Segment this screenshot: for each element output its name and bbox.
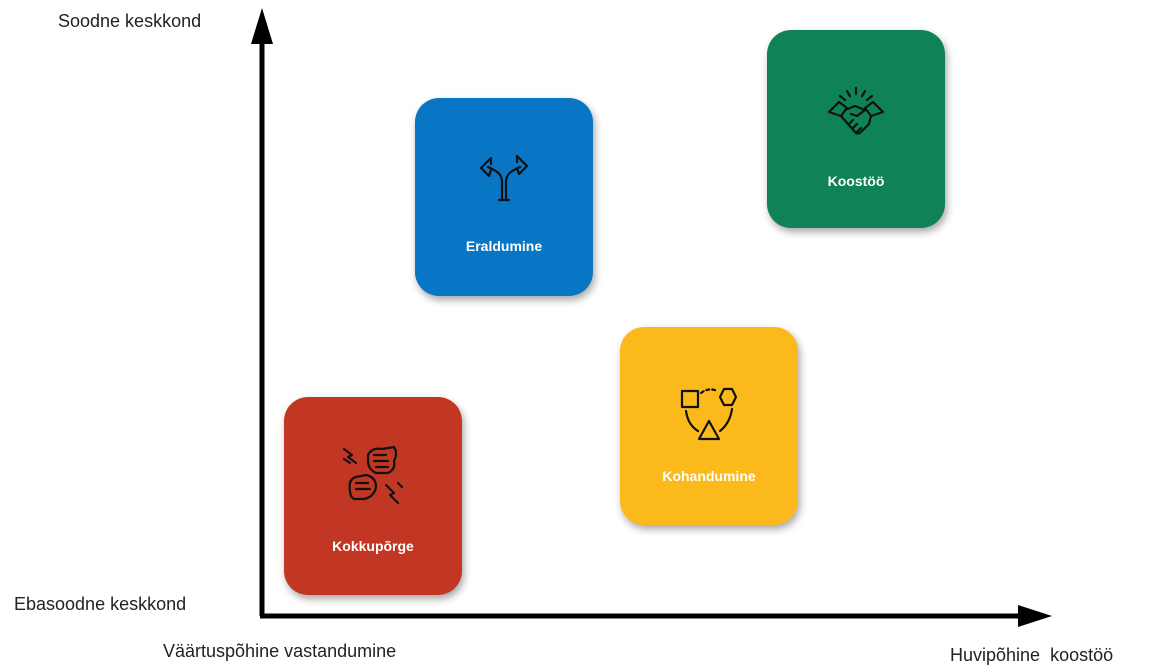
card-label: Koostöö — [827, 173, 885, 189]
handshake-icon — [821, 82, 891, 152]
card-label: Kokkupõrge — [332, 538, 414, 554]
diverging-arrows-icon — [469, 142, 539, 212]
x-axis-right-label: Huvipõhine koostöö — [950, 645, 1114, 665]
card-label: Eraldumine — [465, 238, 543, 254]
x-axis-left-label: Väärtuspõhine vastandumine — [163, 641, 397, 661]
y-axis-top-label: Soodne keskkond — [58, 11, 202, 31]
shapes-cycle-icon — [674, 377, 744, 447]
card-label: Kohandumine — [662, 468, 756, 484]
card-kokkuporge: Kokkupõrge — [284, 397, 462, 595]
y-axis-arrowhead — [251, 8, 273, 44]
clashing-fists-icon — [338, 439, 408, 509]
x-axis — [260, 605, 1052, 627]
card-koostoo: Koostöö — [767, 30, 945, 228]
x-axis-arrowhead — [1018, 605, 1052, 627]
y-axis-bottom-label: Ebasoodne keskkond — [14, 594, 187, 614]
card-eraldumine: Eraldumine — [415, 98, 593, 296]
y-axis — [251, 8, 273, 616]
card-kohandumine: Kohandumine — [620, 327, 798, 525]
